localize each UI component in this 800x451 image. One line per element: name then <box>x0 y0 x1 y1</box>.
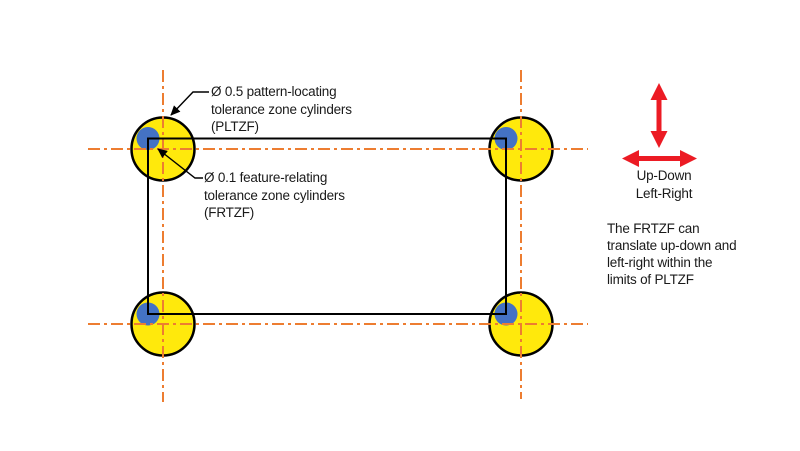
pltzf-annotation-line: Ø 0.5 pattern-locating <box>211 84 337 99</box>
translation-directions-label: Up-Down Left-Right <box>614 167 714 202</box>
frtzf-frame-rectangle <box>147 137 507 315</box>
pltzf-circles <box>130 116 554 357</box>
pltzf-annotation-line: (PLTZF) <box>211 119 259 134</box>
note-line: translate up-down and <box>607 238 737 253</box>
left-arrowhead-icon <box>622 150 639 167</box>
pltzf-leader-line <box>170 91 209 116</box>
centerlines <box>88 70 588 402</box>
pltzf-annotation-line: tolerance zone cylinders <box>211 101 352 117</box>
frtzf-translation-note: The FRTZF can translate up-down and left… <box>607 220 737 288</box>
note-line: left-right within the <box>607 255 713 270</box>
right-arrowhead-icon <box>680 150 697 167</box>
frtzf-annotation: Ø 0.1 feature-relating tolerance zone cy… <box>204 169 345 222</box>
down-arrowhead-icon <box>650 131 668 148</box>
note-line: The FRTZF can <box>607 221 700 236</box>
translation-direction-line: Up-Down <box>636 168 692 183</box>
frtzf-annotation-line: (FRTZF) <box>204 205 255 220</box>
note-line: limits of PLTZF <box>607 272 694 287</box>
leader-lines <box>157 91 209 179</box>
translation-direction-line: Left-Right <box>635 185 693 201</box>
up-arrowhead-icon <box>650 83 668 100</box>
frtzf-leader-line <box>157 148 203 179</box>
translation-arrows <box>622 83 697 167</box>
frtzf-annotation-line: tolerance zone cylinders <box>204 187 345 203</box>
frtzf-annotation-line: Ø 0.1 feature-relating <box>204 170 328 185</box>
pltzf-annotation: Ø 0.5 pattern-locating tolerance zone cy… <box>211 83 352 136</box>
